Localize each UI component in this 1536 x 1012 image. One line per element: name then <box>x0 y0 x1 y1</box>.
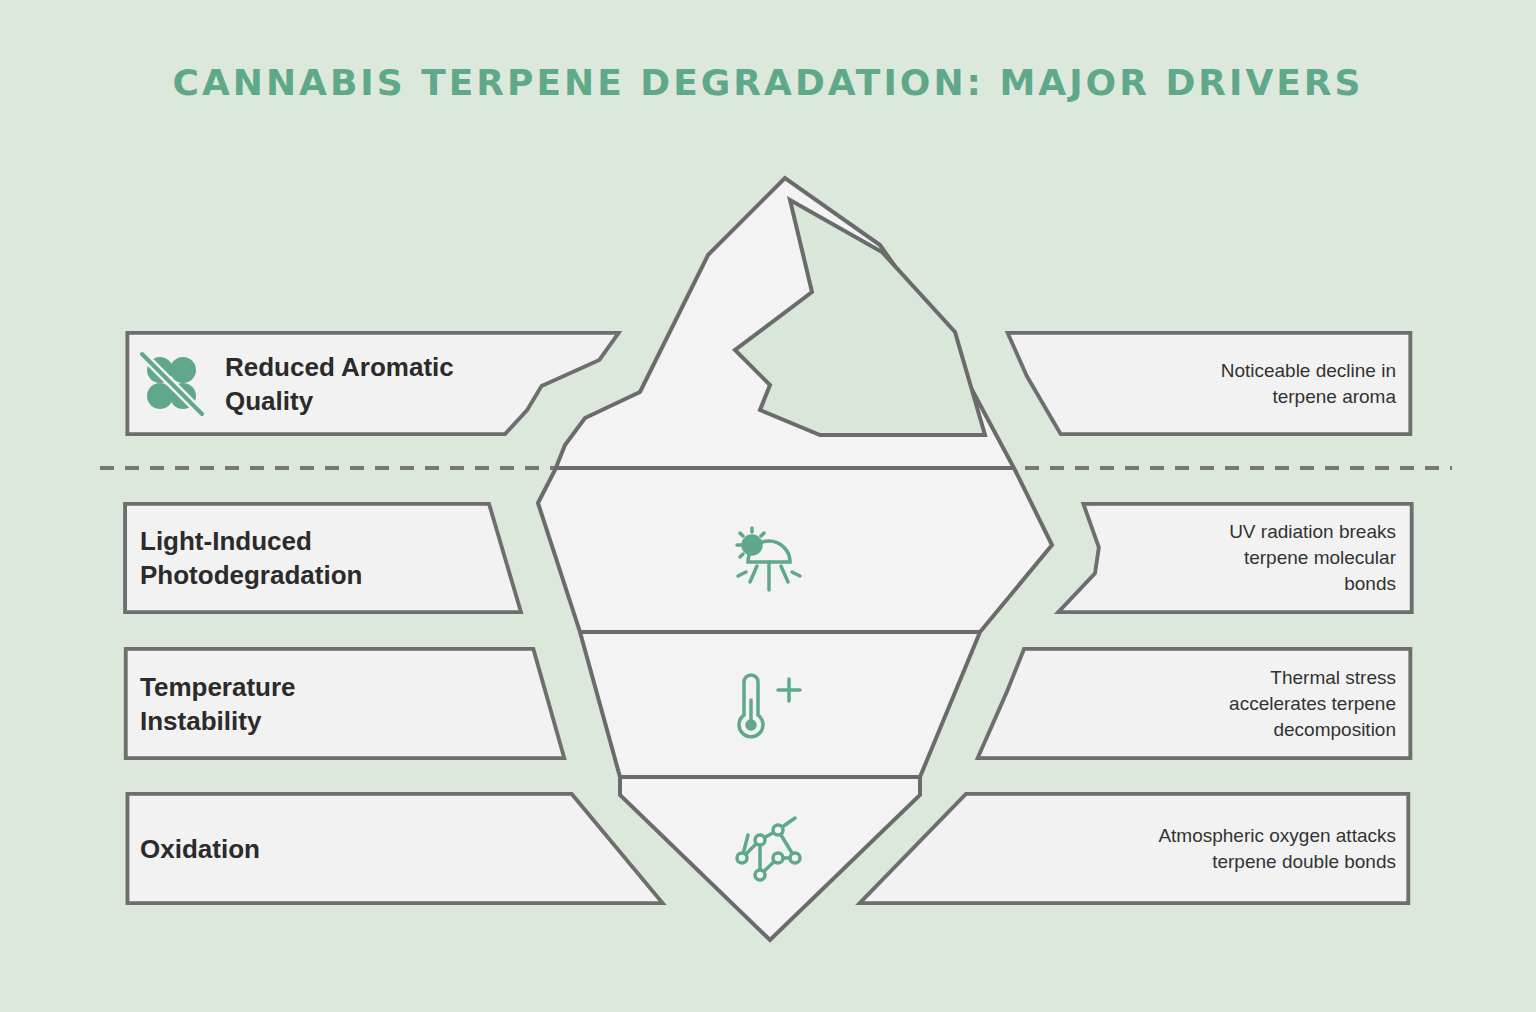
iceberg-divider <box>580 630 980 634</box>
description-band: Atmospheric oxygen attacks terpene doubl… <box>850 792 1418 905</box>
iceberg-shade <box>735 200 985 435</box>
band-shape <box>860 794 1409 903</box>
driver-label: Reduced Aromatic Quality <box>225 350 475 418</box>
description-band: Thermal stress accelerates terpene decom… <box>970 647 1418 760</box>
waterline-dashed <box>100 466 1452 470</box>
iceberg-divider <box>620 775 920 779</box>
driver-label: Temperature Instability <box>140 670 360 738</box>
driver-label: Oxidation <box>140 832 260 866</box>
driver-band: Temperature Instability <box>118 647 572 760</box>
driver-description: Noticeable decline in terpene aroma <box>1181 358 1396 410</box>
description-band: UV radiation breaks terpene molecular bo… <box>1052 502 1418 614</box>
band-shape <box>978 649 1411 758</box>
band-shape <box>125 504 521 612</box>
iceberg-waterline <box>555 466 1015 470</box>
band-outline <box>118 331 628 436</box>
band-shape <box>127 794 662 903</box>
driver-band: Oxidation <box>118 792 672 905</box>
thermometer-icon <box>739 675 800 737</box>
driver-label: Light-Induced Photodegradation <box>140 524 410 592</box>
band-shape <box>1058 504 1411 612</box>
driver-description: Atmospheric oxygen attacks terpene doubl… <box>1156 823 1396 875</box>
band-shape <box>126 649 564 758</box>
driver-description: UV radiation breaks terpene molecular bo… <box>1196 519 1396 597</box>
molecule-icon <box>737 818 800 880</box>
band-outline <box>1000 331 1418 436</box>
driver-band: Reduced Aromatic Quality <box>118 331 628 436</box>
description-band: Noticeable decline in terpene aroma <box>1000 331 1418 436</box>
band-shape <box>1008 333 1411 434</box>
diagram-title: CANNABIS TERPENE DEGRADATION: MAJOR DRIV… <box>0 62 1536 103</box>
no-leaf-icon <box>142 354 202 414</box>
band-outline <box>118 502 528 614</box>
light-icon <box>737 528 800 590</box>
band-shape <box>127 333 618 434</box>
driver-band: Light-Induced Photodegradation <box>118 502 528 614</box>
band-outline <box>118 647 572 760</box>
driver-description: Thermal stress accelerates terpene decom… <box>1191 665 1396 743</box>
band-outline <box>850 792 1418 905</box>
